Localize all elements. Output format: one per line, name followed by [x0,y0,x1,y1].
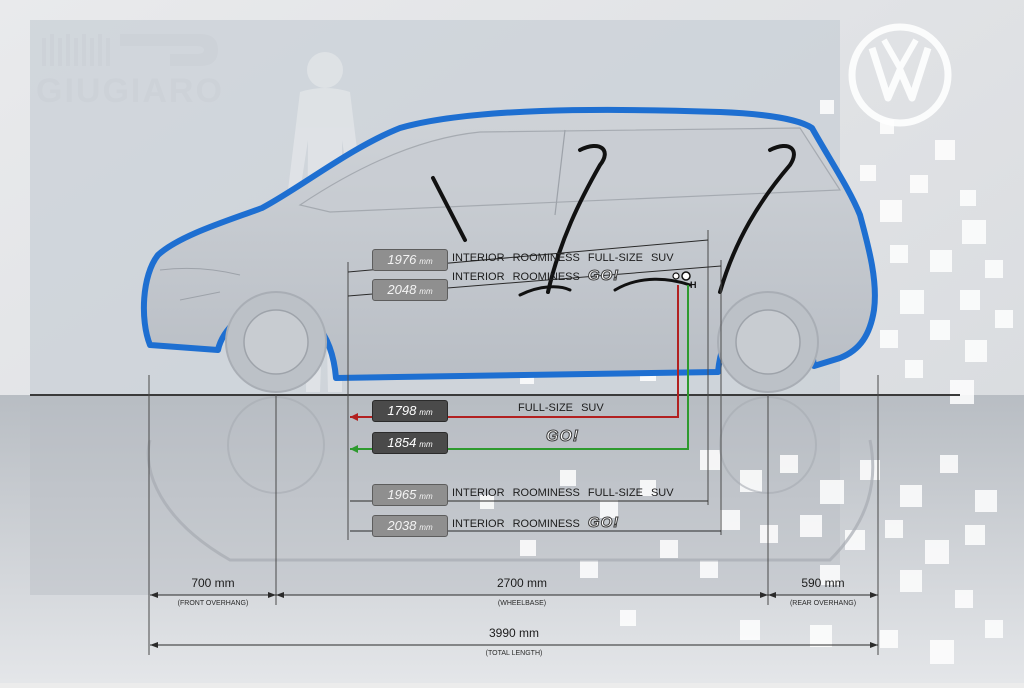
vw-logo-icon [848,23,952,127]
tag-value: 1965 [387,487,417,502]
overall-dimension-lines [150,594,878,646]
h-point-label: H [690,280,697,290]
fullsize-suv-label: FULL-SIZE SUV [518,402,604,414]
go-logo: GO! [587,267,620,285]
rear-overhang-value: 590 mm [801,576,845,590]
rear-overhang-label: (REAR OVERHANG) [789,600,857,607]
decorative-squares [480,100,1013,664]
seat-outlines [431,144,796,297]
go-logo: GO! [545,428,580,446]
front-overhang-value: 700 mm [191,576,235,590]
front-overhang-label: (FRONT OVERHANG) [177,600,249,607]
label-text: INTERIOR ROOMINESS [452,518,580,530]
tag-value: 1854 [387,435,417,450]
total-length-value: 3990 mm [488,626,540,640]
designer-brand: GIUGIARO [36,72,224,110]
tag-unit: mm [419,287,433,296]
tag-unit: mm [419,523,433,532]
tag-unit: mm [419,440,433,449]
interior-fullsize-lower-label: INTERIOR ROOMINESS FULL-SIZE SUV [452,487,674,499]
wheelbase-label: (WHEELBASE) [497,600,547,607]
tag-unit: mm [419,408,433,417]
interior-fullsize-upper-label: INTERIOR ROOMINESS FULL-SIZE SUV [452,252,674,264]
interior-go-upper-label: INTERIOR ROOMINESS GO! [452,267,620,285]
wheelbase-value: 2700 mm [496,576,548,590]
label-text: INTERIOR ROOMINESS [452,271,580,283]
headroom-lines [350,271,691,453]
go-logo: GO! [587,514,620,532]
tag-value: 1976 [387,252,417,267]
tag-value: 2048 [387,282,417,297]
reference-lines [148,230,879,655]
total-length-label: (TOTAL LENGTH) [485,650,543,657]
car-silhouette [140,106,878,393]
tag-value: 1798 [387,403,417,418]
tag-unit: mm [419,257,433,266]
tag-unit: mm [419,492,433,501]
giugiaro-logo-icon [42,34,218,66]
tag-value: 2038 [387,518,417,533]
interior-go-lower-label: INTERIOR ROOMINESS GO! [452,514,620,532]
